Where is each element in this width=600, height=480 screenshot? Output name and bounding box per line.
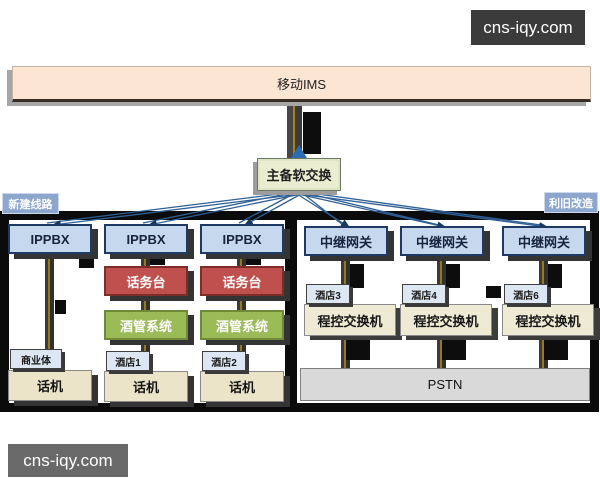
- connector-line: [437, 336, 446, 368]
- ims-bar: 移动IMS: [12, 66, 591, 102]
- softswitch-box: 主备软交换: [257, 158, 341, 191]
- redaction-blob: [346, 340, 370, 360]
- ippbx-box: IPPBX: [200, 224, 284, 254]
- ippbx-box: IPPBX: [8, 224, 92, 254]
- pbx-switch-box: 程控交换机: [502, 304, 594, 336]
- trunk-gateway-box: 中继网关: [502, 226, 586, 256]
- redaction-blob: [350, 264, 364, 288]
- connector-line: [539, 256, 548, 284]
- site-badge-hotel1: 酒店1: [106, 351, 150, 371]
- pbx-switch-box: 程控交换机: [400, 304, 492, 336]
- site-badge-hotel2: 酒店2: [202, 351, 246, 371]
- redaction-blob: [150, 254, 165, 265]
- site-badge-hotel6: 酒店6: [504, 284, 548, 304]
- pstn-bar: PSTN: [300, 368, 590, 401]
- badge-new-line: 新建线路: [2, 193, 59, 214]
- redaction-blob: [548, 264, 562, 288]
- connector-line: [341, 336, 350, 368]
- connector-line: [341, 256, 350, 284]
- operator-console-box: 话务台: [104, 266, 188, 296]
- redaction-blob: [303, 112, 321, 154]
- phone-box: 话机: [200, 371, 284, 402]
- phone-box: 话机: [104, 371, 188, 402]
- ippbx-box: IPPBX: [104, 224, 188, 254]
- triangle-icon: [291, 145, 307, 158]
- redaction-blob: [544, 340, 568, 360]
- operator-console-box: 话务台: [200, 266, 284, 296]
- trunk-gateway-box: 中继网关: [400, 226, 484, 256]
- phone-box: 话机: [8, 370, 92, 401]
- site-badge-hotel3: 酒店3: [306, 284, 350, 304]
- connector-line: [539, 336, 548, 368]
- pbx-switch-box: 程控交换机: [304, 304, 396, 336]
- watermark-top: cns-iqy.com: [471, 10, 585, 45]
- watermark-bottom: cns-iqy.com: [8, 444, 128, 477]
- connector-line: [45, 254, 54, 371]
- redaction-blob: [55, 300, 66, 314]
- site-badge-hotel4: 酒店4: [402, 284, 446, 304]
- connector-line: [237, 296, 246, 310]
- site-badge-commercial: 商业体: [10, 349, 62, 369]
- redaction-blob: [446, 264, 460, 288]
- redaction-blob: [246, 254, 261, 265]
- connector-line: [237, 254, 246, 266]
- badge-reuse-retrofit: 利旧改造: [544, 192, 598, 213]
- trunk-gateway-box: 中继网关: [304, 226, 388, 256]
- connector-line: [141, 254, 150, 266]
- redaction-blob: [486, 286, 501, 298]
- hotel-mgmt-box: 酒管系统: [200, 310, 284, 340]
- redaction-blob: [442, 340, 466, 360]
- connector-line: [141, 296, 150, 310]
- hotel-mgmt-box: 酒管系统: [104, 310, 188, 340]
- connector-line: [437, 256, 446, 284]
